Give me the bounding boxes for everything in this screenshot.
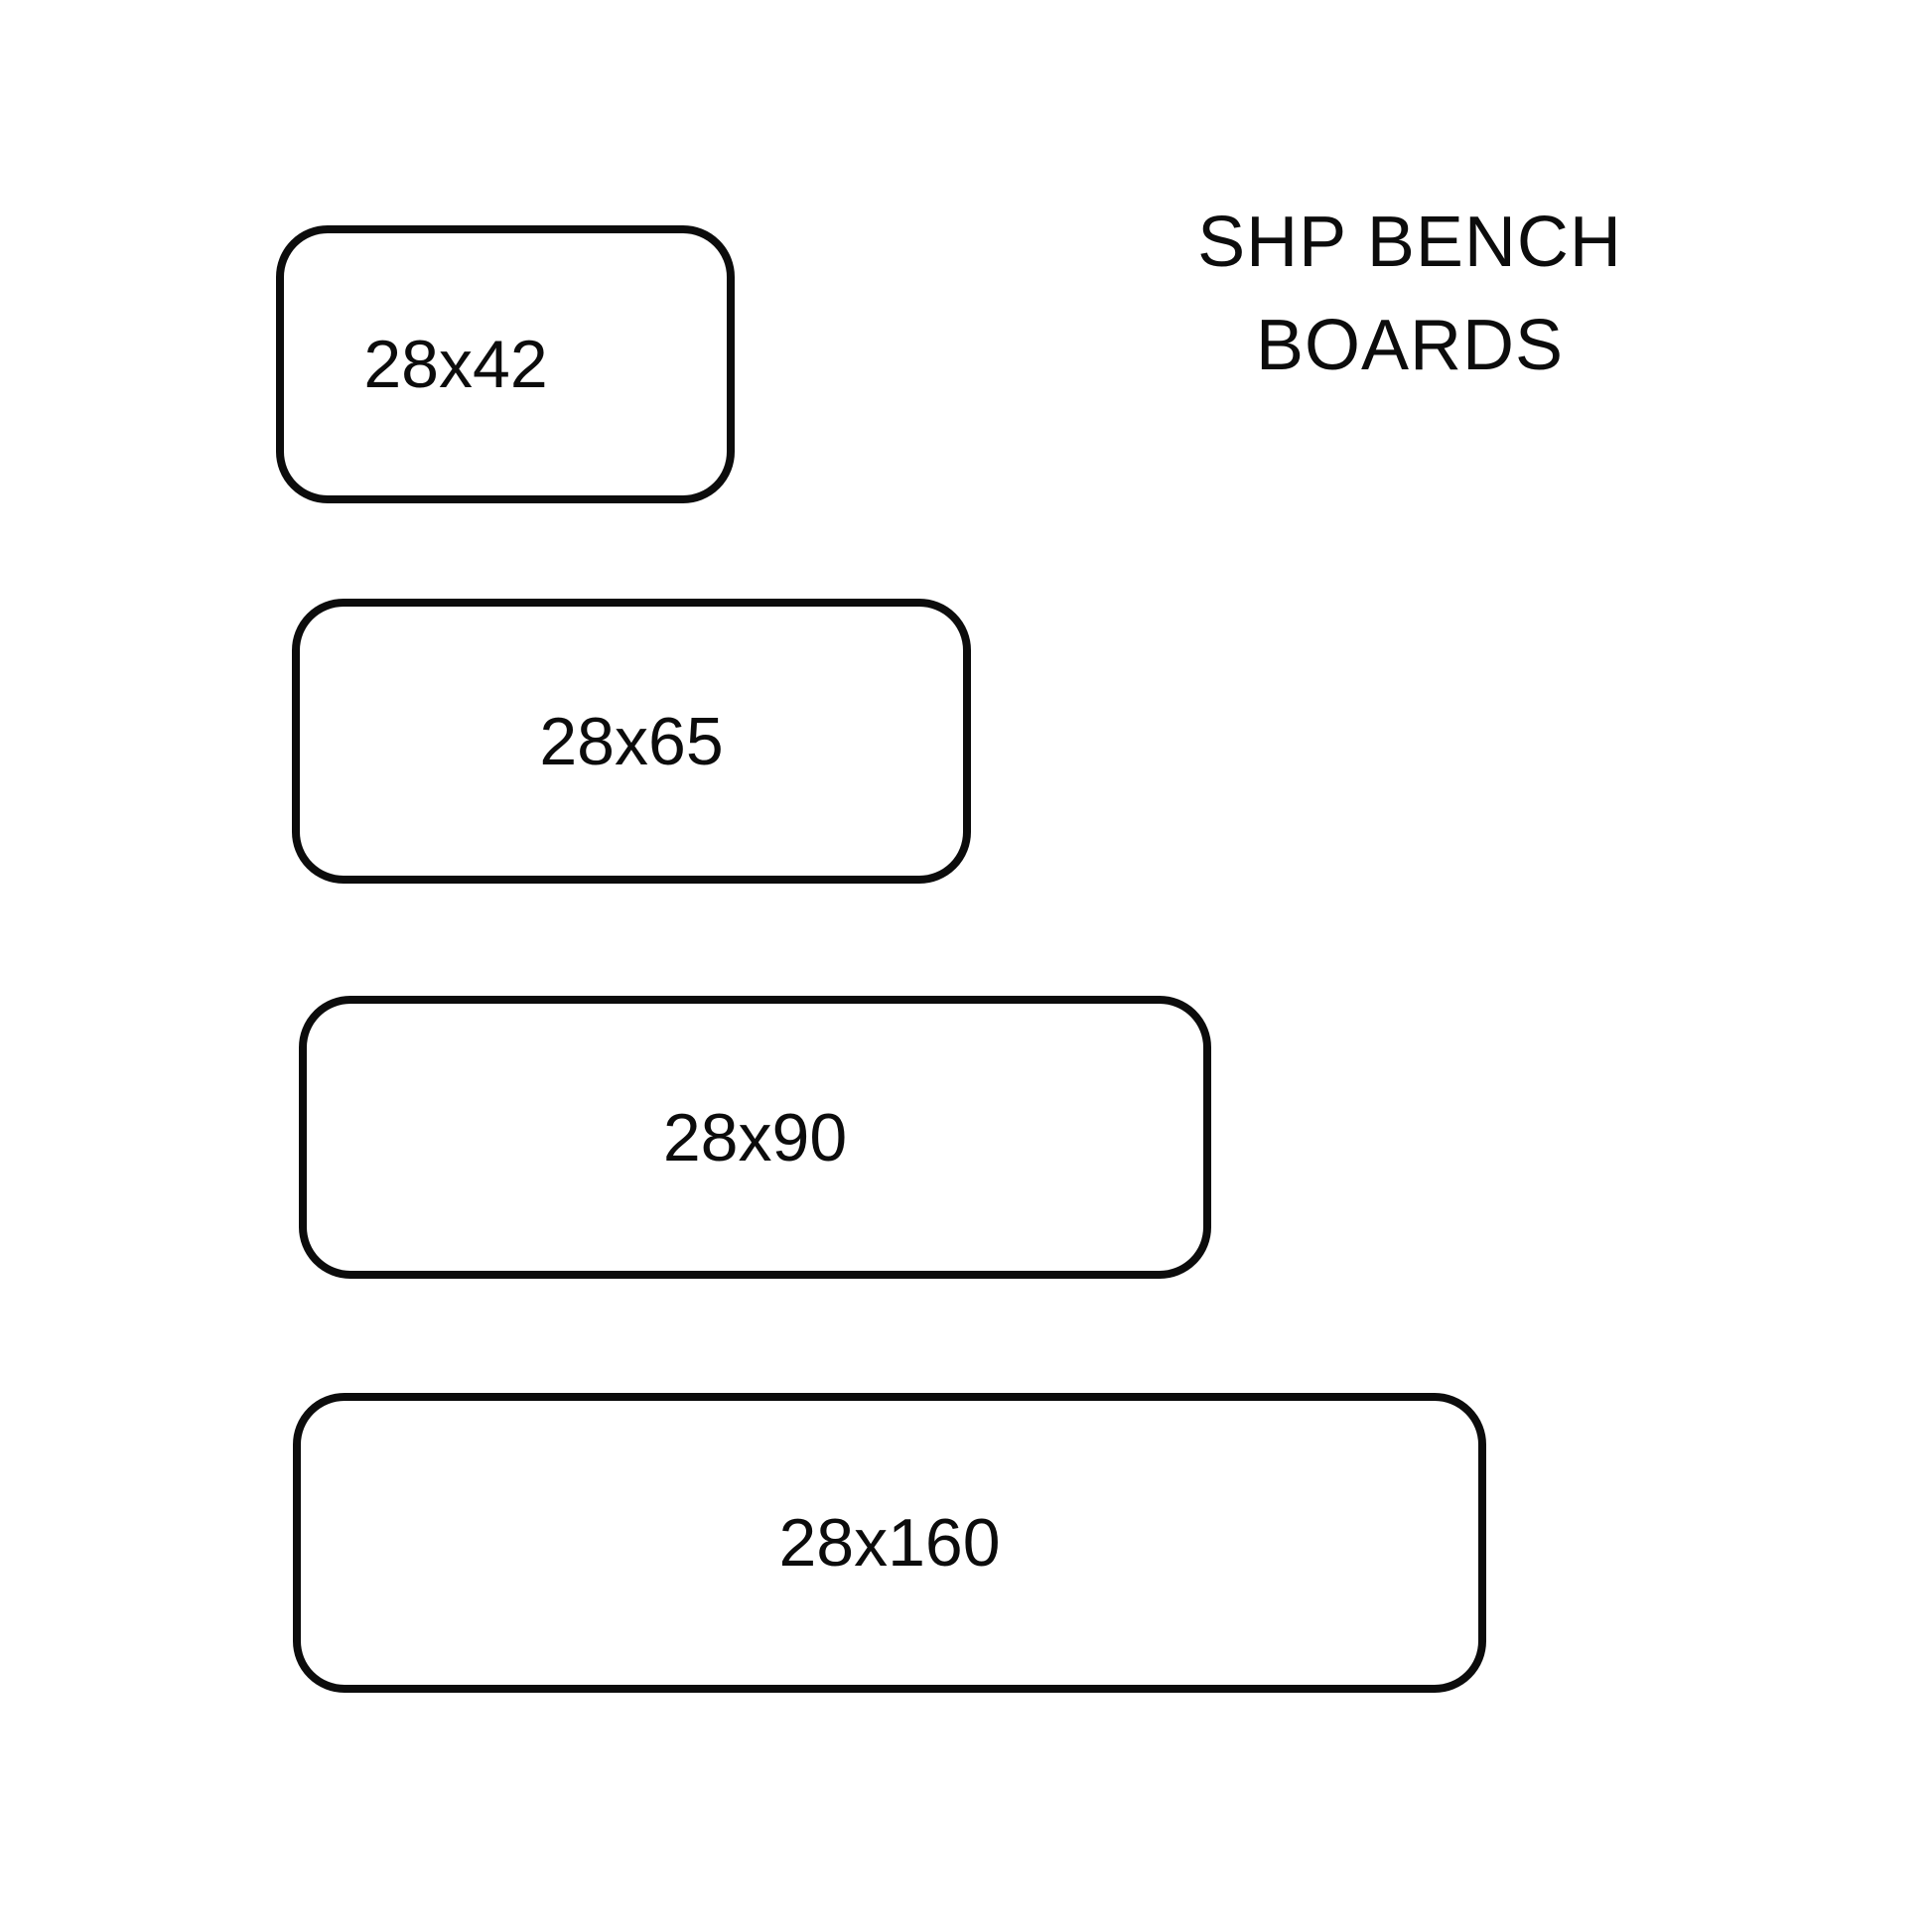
board-28x42: 28x42 <box>276 225 735 503</box>
board-28x65: 28x65 <box>292 599 971 884</box>
board-label: 28x160 <box>778 1505 1001 1581</box>
title-line-1: SHP BENCH <box>1197 203 1622 282</box>
title-line-2: BOARDS <box>1255 306 1565 385</box>
board-28x160: 28x160 <box>293 1393 1486 1693</box>
board-label: 28x42 <box>363 327 548 402</box>
board-label: 28x65 <box>539 703 724 779</box>
board-label: 28x90 <box>662 1099 848 1175</box>
diagram-title: SHP BENCH BOARDS <box>1052 191 1767 397</box>
board-28x90: 28x90 <box>299 996 1211 1279</box>
